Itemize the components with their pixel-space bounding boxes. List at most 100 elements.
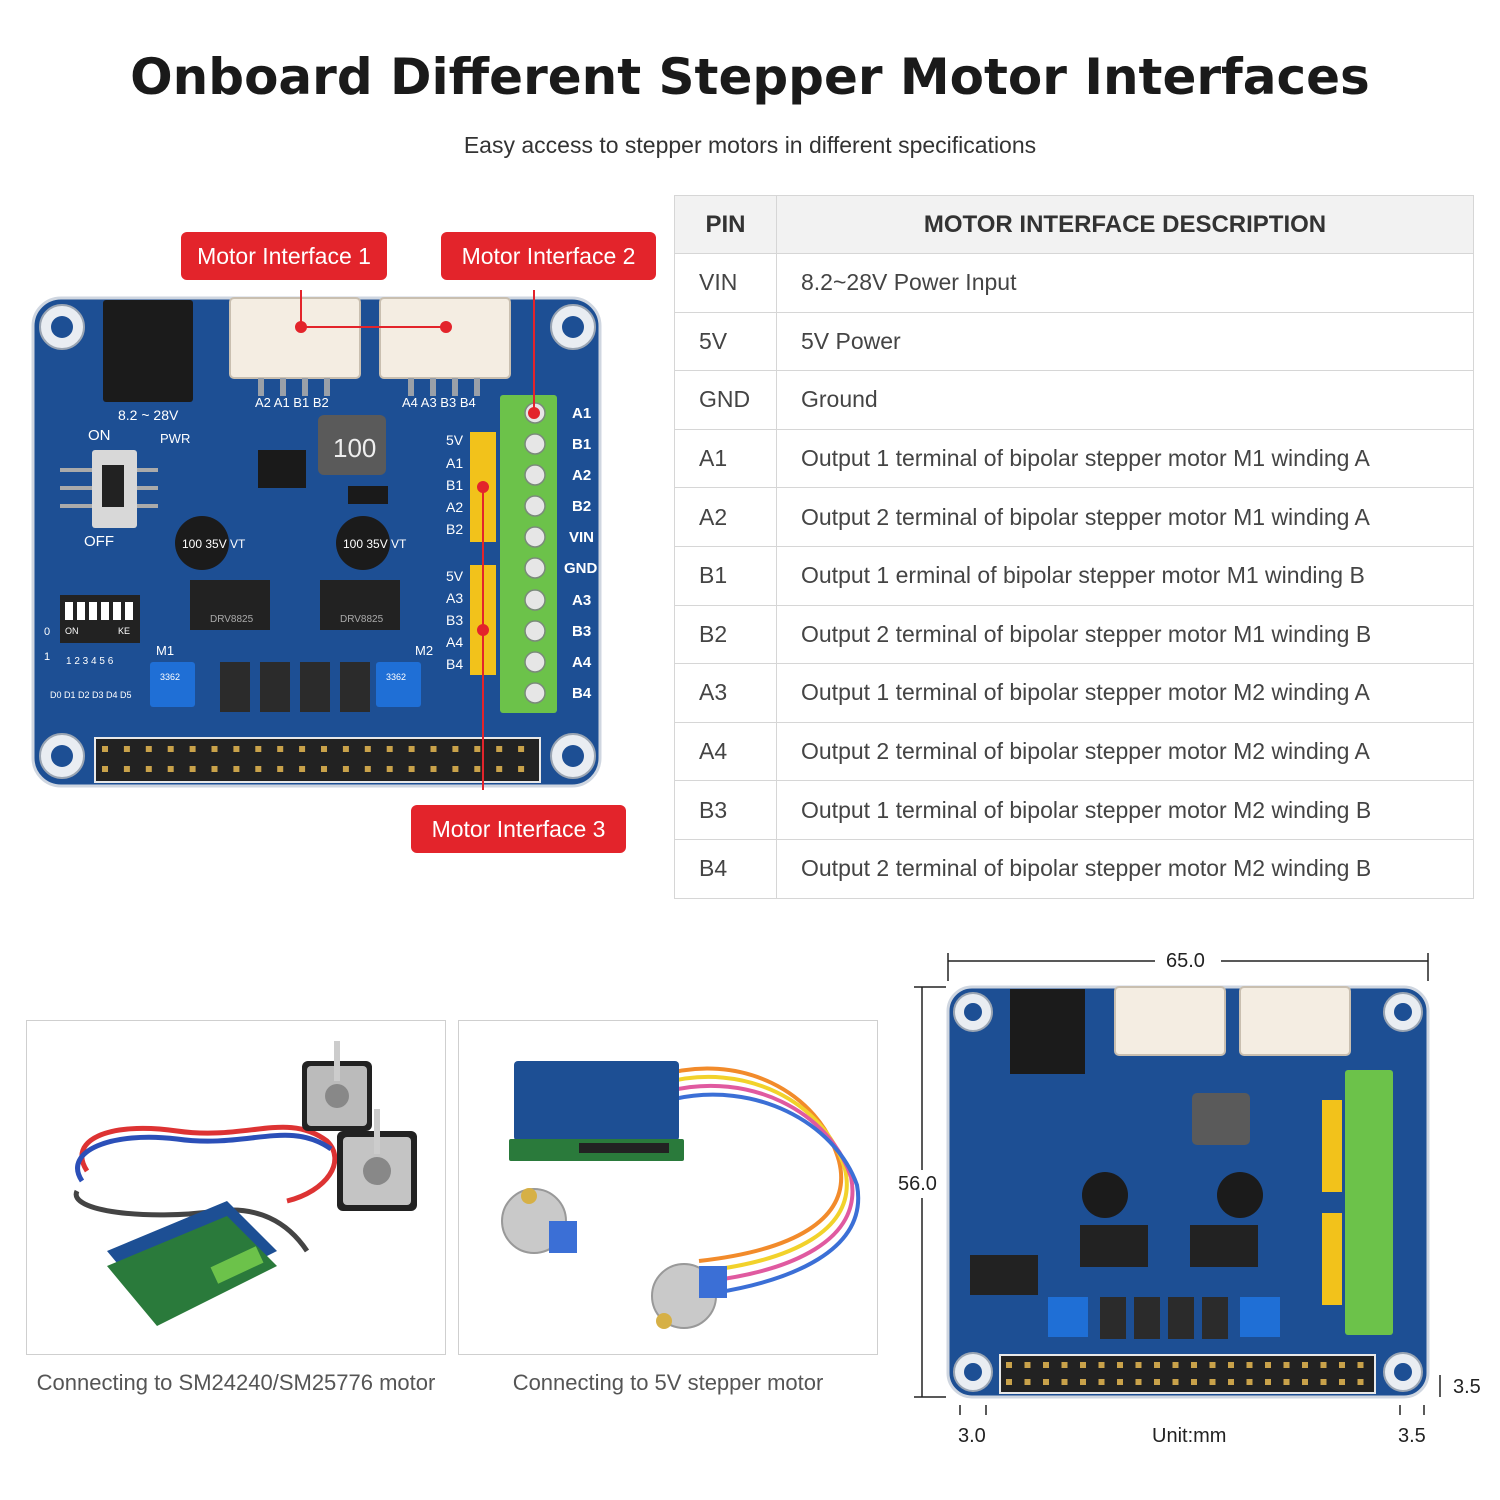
gpio-pin (1043, 1362, 1049, 1368)
gpio-pin (364, 746, 371, 752)
terminal-b4: B4 (572, 685, 592, 702)
voltage-label: 8.2 ~ 28V (118, 407, 179, 423)
gpio-pin (1228, 1362, 1234, 1368)
gpio-pin (496, 746, 503, 752)
gpio-pin (342, 766, 349, 772)
gpio-pin (145, 766, 152, 772)
desc-cell: Output 2 terminal of bipolar stepper mot… (776, 838, 1474, 899)
pin-cell: A4 (674, 721, 777, 782)
gpio-pins-dim (1006, 1362, 1364, 1385)
gpio-pin (1302, 1362, 1308, 1368)
cap-label-1: 100 35V VT (182, 537, 246, 551)
pin-cell: VIN (674, 253, 777, 313)
terminal-b2: B2 (572, 498, 591, 515)
gpio-pin (255, 746, 262, 752)
gpio-pin (452, 746, 459, 752)
gpio-pins (102, 746, 525, 772)
gpio-pin (299, 746, 306, 752)
gpio-pin (1172, 1362, 1179, 1368)
gpio-pin (123, 766, 130, 772)
gpio-pin (430, 746, 437, 752)
dimension-board-illustration (910, 949, 1441, 1415)
pin-cell: 5V (674, 311, 777, 372)
desc-cell: Output 1 terminal of bipolar stepper mot… (776, 780, 1474, 840)
pinrow-top-a1: A1 (446, 455, 463, 471)
callout-motor-interface-2: Motor Interface 2 (441, 232, 656, 280)
dip-ke: KE (118, 626, 130, 636)
gpio-pin (211, 746, 218, 752)
caption-5v-stepper: Connecting to 5V stepper motor (512, 1370, 824, 1395)
terminal-b1: B1 (572, 436, 591, 453)
gpio-pin (189, 746, 196, 752)
page-title: Onboard Different Stepper Motor Interfac… (130, 48, 1370, 106)
pwr-label: PWR (160, 431, 190, 446)
gpio-pin (430, 766, 437, 772)
gpio-pin (1191, 1379, 1197, 1385)
pinrow-bottom-b4: B4 (446, 656, 463, 672)
cap-label-2: 100 35V VT (343, 537, 407, 551)
gpio-pin (1283, 1379, 1290, 1385)
terminal-a1: A1 (572, 405, 591, 422)
gpio-pin (321, 766, 327, 772)
dim-width: 65.0 (1166, 950, 1205, 972)
dip-on: ON (65, 626, 79, 636)
gpio-pin (167, 746, 174, 752)
gpio-pin (1357, 1379, 1364, 1385)
gpio-pin (1265, 1379, 1271, 1385)
pinrow-top-a2: A2 (446, 499, 463, 515)
gpio-pin (167, 766, 174, 772)
desc-cell: Ground (776, 370, 1474, 430)
gpio-pin (1006, 1362, 1012, 1368)
pin-cell: A2 (674, 487, 777, 547)
desc-cell: 5V Power (776, 311, 1474, 372)
terminal-vin: VIN (569, 529, 594, 546)
gpio-pin (386, 766, 393, 772)
gpio-pin (1246, 1379, 1253, 1385)
pinrow-bottom-b3: B3 (446, 612, 463, 628)
desc-cell: Output 2 terminal of bipolar stepper mot… (776, 487, 1474, 547)
inductor-label: 100 (333, 433, 376, 463)
dip-0: 0 (44, 626, 50, 638)
gpio-pin (1339, 1362, 1345, 1368)
gpio-pin (277, 746, 284, 752)
pinrow-bottom-5v: 5V (446, 568, 464, 584)
gpio-pin (1154, 1362, 1160, 1368)
desc-cell: Output 2 terminal of bipolar stepper mot… (776, 721, 1474, 782)
gpio-pin (1061, 1379, 1068, 1385)
gpio-pin (277, 766, 284, 772)
off-label: OFF (84, 533, 114, 550)
gpio-pin (1080, 1362, 1086, 1368)
photo-5v-stepper-illustration (501, 1061, 861, 1329)
gpio-pin (1006, 1379, 1012, 1385)
gpio-pin (1246, 1362, 1253, 1368)
terminal-a2: A2 (572, 467, 591, 484)
dim-left-hole: 3.0 (958, 1425, 986, 1447)
header-pin: PIN (674, 195, 777, 254)
page-subtitle: Easy access to stepper motors in differe… (463, 132, 1037, 158)
gpio-pin (1043, 1379, 1049, 1385)
gpio-pin (145, 746, 152, 752)
gpio-pin (342, 746, 349, 752)
pot-label-2: 3362 (386, 672, 406, 682)
photo-panel-sm24240 (26, 1020, 446, 1355)
photo-sm24240-illustration (73, 1041, 417, 1326)
pinrow-top-b2: B2 (446, 521, 463, 537)
gpio-pin (1024, 1362, 1031, 1368)
pinrow-bottom-labels: 5V A3 B3 A4 B4 (446, 568, 464, 672)
gpio-pin (299, 766, 306, 772)
gpio-pin (1024, 1379, 1031, 1385)
gpio-pin (1080, 1379, 1086, 1385)
gpio-pin (1117, 1362, 1123, 1368)
gpio-pin (102, 746, 108, 752)
gpio-pin (1135, 1379, 1142, 1385)
header-description: MOTOR INTERFACE DESCRIPTION (776, 195, 1474, 254)
driver-label-1: DRV8825 (210, 614, 254, 625)
m1-label: M1 (156, 643, 174, 658)
gpio-pin (123, 746, 130, 752)
